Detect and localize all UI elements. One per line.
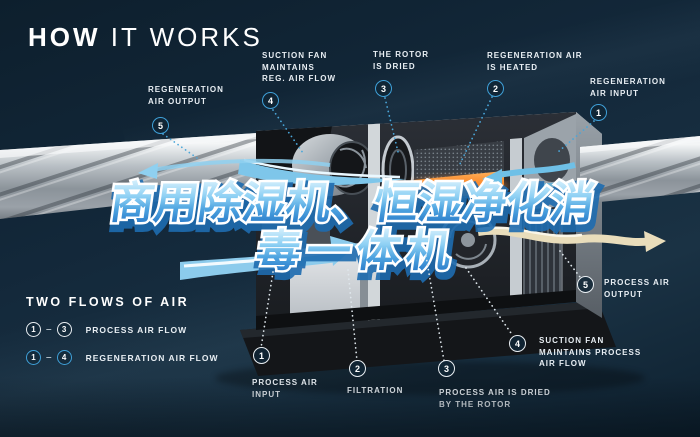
headline-shadow-line2: 毒一体机 <box>256 232 463 281</box>
legend-range-dash: – <box>46 352 52 363</box>
filter-box <box>262 199 330 256</box>
rotor <box>381 135 415 205</box>
divider-panel <box>510 138 522 300</box>
leader-regen-4 <box>272 109 304 154</box>
process-output-ribbon <box>477 226 666 252</box>
legend-label-regeneration: REGENERATION AIR FLOW <box>85 352 219 363</box>
leader-process-5 <box>559 250 581 278</box>
label-suction-fan-reg: SUCTION FAN MAINTAINS REG. AIR FLOW <box>262 51 337 84</box>
badge-process-4: 4 <box>509 335 526 352</box>
leader-regen-3 <box>384 97 400 157</box>
headline-overlay: 商用除湿机、恒湿净化消 毒一体机 商用除湿机、恒湿净化消 毒一体机 <box>104 177 605 286</box>
legend-label-process: PROCESS AIR FLOW <box>85 324 188 335</box>
legend-range-dash: – <box>46 324 52 335</box>
leader-process-1 <box>260 271 274 349</box>
badge-regen-3: 3 <box>375 80 392 97</box>
regen-input-arrowhead <box>482 169 502 185</box>
leader-process-4 <box>465 267 514 337</box>
regen-flow-highlight <box>243 158 401 179</box>
headline-line2: 毒一体机 <box>253 227 460 276</box>
title-bold: HOW <box>28 22 101 52</box>
process-input-ribbon <box>180 236 358 280</box>
lower-panel-edge <box>360 243 368 315</box>
legend-circle-from: 1 <box>26 350 41 365</box>
leader-process-3 <box>425 255 445 362</box>
output-grille <box>523 207 563 301</box>
regen-input-ribbon-2 <box>523 180 576 190</box>
badge-regen-4: 4 <box>262 92 279 109</box>
legend-circle-from: 1 <box>26 322 41 337</box>
filter-box-top <box>262 199 330 212</box>
badge-regen-2: 2 <box>487 80 504 97</box>
rotor-hub <box>389 149 407 191</box>
right-duct <box>580 136 700 204</box>
bottom-vignette <box>0 377 700 437</box>
regen-flow-ribbon <box>238 160 406 186</box>
badge-process-5: 5 <box>577 276 594 293</box>
legend-circle-to: 3 <box>56 322 72 337</box>
headline-shadow-line1: 商用除湿机、恒湿净化消 <box>109 184 600 233</box>
title-light: IT WORKS <box>100 22 263 52</box>
badge-process-3: 3 <box>438 360 455 377</box>
badge-process-1: 1 <box>253 347 270 364</box>
machine-base <box>240 301 616 376</box>
legend: TWO FLOWS OF AIR 1 – 3 PROCESS AIR FLOW … <box>26 295 218 365</box>
label-regeneration-air-output: REGENERATION AIR OUTPUT <box>148 85 224 106</box>
label-rotor-is-dried: THE ROTOR IS DRIED <box>373 50 429 71</box>
badge-regen-5: 5 <box>152 117 169 134</box>
legend-row-regeneration: 1 – 4 REGENERATION AIR FLOW <box>26 350 218 365</box>
leader-process-2 <box>347 269 358 362</box>
inlet-opening <box>534 138 570 182</box>
airflow-ribbons <box>138 158 666 280</box>
badge-process-2: 2 <box>349 360 366 377</box>
legend-row-process: 1 – 3 PROCESS AIR FLOW <box>26 322 218 337</box>
regen-output-arrowhead <box>138 163 158 179</box>
leader-regen-1 <box>557 120 595 153</box>
leader-lines <box>162 96 595 362</box>
page-title: HOW IT WORKS <box>28 22 263 53</box>
divider-panel <box>368 123 380 327</box>
heater <box>408 141 508 203</box>
headline-line1: 商用除湿机、恒湿净化消 <box>107 179 598 228</box>
regen-output-arrow <box>151 158 331 172</box>
label-process-air-output: PROCESS AIR OUTPUT <box>604 278 670 299</box>
label-regeneration-air-heated: REGENERATION AIR IS HEATED <box>487 51 583 72</box>
interior-floor <box>256 290 576 330</box>
legend-circle-to: 4 <box>56 350 72 365</box>
legend-heading: TWO FLOWS OF AIR <box>26 295 190 309</box>
leader-regen-2 <box>458 96 493 167</box>
suction-fan <box>439 211 497 269</box>
label-regeneration-air-input: REGENERATION AIR INPUT <box>590 77 666 98</box>
badge-regen-1: 1 <box>590 104 607 121</box>
label-suction-fan-process: SUCTION FAN MAINTAINS PROCESS AIR FLOW <box>539 336 642 369</box>
